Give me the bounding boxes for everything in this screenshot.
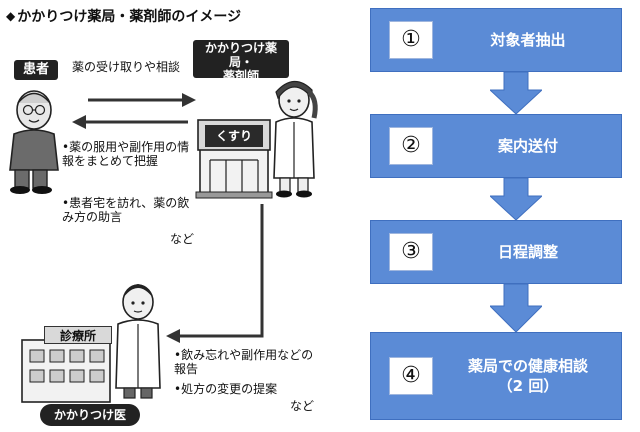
flow-step-2-label: 案内送付: [445, 115, 611, 177]
patient-figure: [9, 90, 59, 194]
flow-step-4-text: 薬局での健康相談: [467, 356, 588, 375]
illustration-title: ◆ かかりつけ薬局・薬剤師のイメージ: [6, 6, 241, 26]
flow-step-3-number: ③: [389, 233, 433, 271]
doctor-rx-item: •処方の変更の提案: [174, 382, 278, 396]
flow-arrow-3: [490, 284, 542, 332]
clinic-building: [21, 339, 111, 403]
flow-step-2-number: ②: [389, 127, 433, 165]
cube-icon: ◆: [6, 9, 16, 23]
pharmacy-sign: くすり: [205, 125, 263, 147]
pharmacy-service-suffix: など: [170, 232, 195, 246]
flow-step-2: ② 案内送付: [370, 114, 622, 178]
doctor-figure: [115, 284, 161, 399]
doctor-items-suffix: など: [290, 399, 315, 413]
flow-step-4-label: 薬局での健康相談 （2 回）: [445, 333, 611, 419]
flow-step-2-text: 案内送付: [497, 136, 558, 155]
pharmacy-service-info: •薬の服用や副作用の情報をまとめて把握: [62, 140, 190, 169]
flow-step-3-text: 日程調整: [497, 242, 558, 261]
flow-step-4-subtext: （2 回）: [497, 377, 559, 395]
pharmacist-figure: [273, 80, 318, 198]
flow-step-1-label: 対象者抽出: [445, 9, 611, 71]
flow-step-1-text: 対象者抽出: [490, 30, 566, 49]
flow-step-1: ① 対象者抽出: [370, 8, 622, 72]
pharmacy-label-line2: 薬剤師: [222, 68, 259, 83]
flow-step-4: ④ 薬局での健康相談 （2 回）: [370, 332, 622, 420]
flow-step-4-number: ④: [389, 357, 433, 395]
doctor-report-item: •飲み忘れや副作用などの報告: [174, 348, 314, 377]
pharmacy-label-line1: かかりつけ薬局・: [204, 41, 278, 69]
flow-step-3: ③ 日程調整: [370, 220, 622, 284]
flow-arrow-1: [490, 72, 542, 114]
clinic-sign: 診療所: [44, 326, 112, 344]
patient-label: 患者: [14, 60, 58, 80]
pharmacy-service-visit: •患者宅を訪れ、薬の飲み方の助言: [62, 196, 190, 225]
patient-to-pharmacy-text: 薬の受け取りや相談: [72, 60, 181, 74]
pharmacy-doctor-arrow: [166, 204, 264, 343]
doctor-label: かかりつけ医: [40, 404, 140, 426]
illustration-title-text: かかりつけ薬局・薬剤師のイメージ: [17, 9, 242, 25]
patient-pharmacy-arrows: [72, 93, 196, 129]
flow-step-3-label: 日程調整: [445, 221, 611, 283]
flow-arrow-2: [490, 178, 542, 220]
flow-step-1-number: ①: [389, 21, 433, 59]
pharmacy-label: かかりつけ薬局・ 薬剤師: [193, 40, 289, 82]
